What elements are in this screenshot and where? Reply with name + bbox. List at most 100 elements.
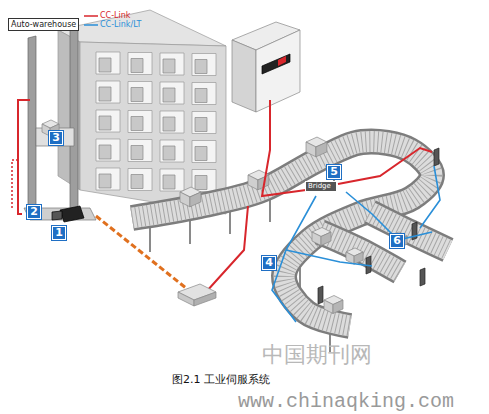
conveyor-frame (370, 212, 448, 250)
rack-cubby (128, 82, 152, 104)
cc-link-wire (18, 100, 30, 214)
figure-caption: 图2.1 工业伺服系统 (172, 372, 270, 387)
legend-swatch (84, 22, 98, 28)
package-box (333, 300, 343, 314)
package-box (312, 232, 321, 246)
callout-number: 3 (49, 131, 63, 145)
stored-box (195, 147, 207, 161)
plc-display (278, 56, 286, 66)
cabinet-side (232, 40, 256, 112)
cc-link-lt-wire (272, 196, 316, 322)
stored-box (195, 60, 207, 74)
rack-cubby (128, 53, 152, 75)
stored-box (99, 87, 111, 101)
rack-cubby (192, 170, 216, 192)
package-box (190, 192, 201, 207)
rack-cubby (192, 83, 216, 105)
cabinet-front (256, 30, 300, 112)
plc-unit (262, 54, 290, 74)
crane-column (28, 36, 36, 214)
package-box (354, 252, 363, 264)
package-box (248, 175, 258, 190)
conveyor-leg (229, 210, 231, 234)
callout-number: 1 (52, 226, 66, 240)
stored-box (99, 58, 111, 72)
conveyor-frame (320, 232, 400, 272)
package-box (180, 192, 190, 207)
legend-text: CC-Link (100, 11, 130, 20)
rack-cubby (160, 53, 184, 75)
servo-motor (60, 206, 84, 222)
conveyor-bed (370, 212, 448, 250)
callout-number: 2 (27, 205, 41, 219)
conveyor-leg (189, 220, 191, 244)
stored-box (195, 118, 207, 132)
sensor-unit (420, 268, 425, 286)
rack-cubby (160, 169, 184, 191)
rack-cubby (96, 139, 120, 161)
conveyor-leg (149, 228, 151, 252)
rack-cubby (128, 169, 152, 191)
cc-link-wire (338, 148, 432, 184)
cc-link-lt-wire (346, 192, 432, 240)
watermark: www.chinaqking.com (238, 390, 454, 413)
rack-cubby (96, 81, 120, 103)
stored-box (99, 116, 111, 130)
node-text: Auto-warehouse (11, 19, 76, 30)
rack-cubby (128, 111, 152, 133)
legend-text: CC-Link/LT (100, 20, 141, 29)
conveyor-rollers (370, 212, 448, 250)
rack-cubby (192, 112, 216, 134)
rack-cubby (192, 54, 216, 76)
conveyor-bed (320, 232, 400, 272)
package-box (306, 142, 316, 157)
watermark: 中国期刊网 (262, 340, 372, 370)
legend-line (84, 15, 98, 17)
sensor-unit (318, 286, 323, 304)
floor-terminal (194, 292, 216, 306)
package-box (316, 142, 327, 157)
cc-link-wire (262, 100, 306, 196)
rack-cubby (160, 82, 184, 104)
bridge-box: Bridge (305, 181, 337, 192)
package-box (324, 300, 333, 314)
stored-box (131, 146, 143, 160)
stored-box (163, 117, 175, 131)
stored-box (99, 145, 111, 159)
callout-number: 6 (390, 234, 404, 248)
stored-box (163, 175, 175, 189)
stored-box (195, 176, 207, 190)
package-box (321, 232, 331, 246)
stored-box (131, 175, 143, 189)
rack-cubby (128, 140, 152, 162)
callout-number: 4 (262, 256, 276, 270)
conveyor-rollers (320, 232, 400, 272)
rack-cubby (160, 140, 184, 162)
stored-box (131, 59, 143, 73)
legend-row: CC-Link/LT (84, 20, 141, 29)
decor-layer (12, 10, 448, 352)
crane-column (70, 28, 78, 214)
callout-number: 5 (327, 165, 341, 179)
rack-top (58, 10, 226, 46)
floor-terminal (178, 292, 194, 306)
cc-link-lt-wire (286, 250, 372, 266)
conveyor-leg (269, 198, 271, 222)
cc-link-wire (206, 206, 248, 292)
cc-link-wire (12, 160, 18, 210)
node-text: Bridge (308, 182, 334, 191)
stored-box (163, 146, 175, 160)
stored-box (99, 174, 111, 188)
title-box: Auto-warehouse (8, 18, 79, 31)
cc-link-lt-wire (420, 166, 440, 228)
stored-box (195, 89, 207, 103)
legend-row: CC-Link (84, 11, 141, 20)
cc-link-cable (96, 216, 196, 296)
rack-cubby (160, 111, 184, 133)
rack-front (80, 42, 226, 214)
sensor-unit (434, 148, 439, 166)
rack-cubby (96, 110, 120, 132)
rack-cubby (192, 141, 216, 163)
